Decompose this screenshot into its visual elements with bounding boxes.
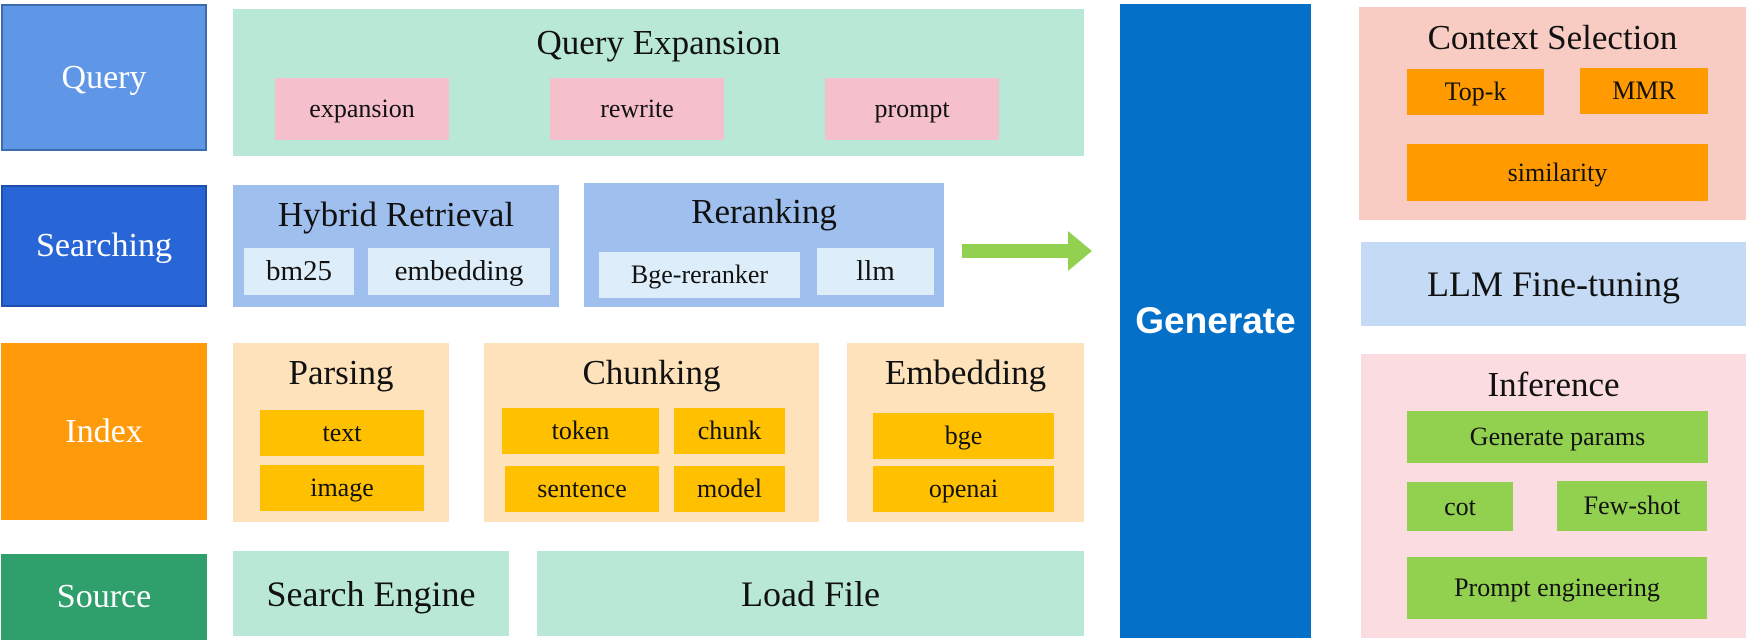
query-expansion-panel: Query Expansion expansion rewrite prompt — [233, 9, 1084, 156]
parsing-title: Parsing — [288, 353, 394, 392]
chip-openai: openai — [873, 466, 1054, 512]
hybrid-retrieval-panel: Hybrid Retrieval bm25 embedding — [233, 185, 559, 307]
chip-bm25: bm25 — [244, 248, 354, 295]
chip-top-k: Top-k — [1407, 69, 1544, 115]
chip-llm: llm — [817, 248, 934, 295]
generate-block: Generate — [1120, 4, 1311, 638]
embedding-title: Embedding — [884, 353, 1047, 392]
chip-bge-reranker: Bge-reranker — [599, 252, 800, 298]
chip-prompt: prompt — [825, 78, 999, 140]
layer-query: Query — [1, 4, 207, 151]
context-selection-panel: Context Selection Top-k MMR similarity — [1359, 7, 1746, 220]
layer-searching: Searching — [1, 185, 207, 307]
chip-token: token — [502, 408, 659, 454]
chip-few-shot: Few-shot — [1557, 481, 1707, 531]
parsing-panel: Parsing text image — [233, 343, 449, 522]
llm-finetuning-box: LLM Fine-tuning — [1361, 242, 1746, 326]
embedding-panel: Embedding bge openai — [847, 343, 1084, 522]
inference-panel: Inference Generate params cot Few-shot P… — [1361, 354, 1746, 638]
layer-source-label: Source — [56, 578, 152, 615]
chip-bge: bge — [873, 413, 1054, 459]
chip-generate-params: Generate params — [1407, 411, 1708, 463]
hybrid-retrieval-title: Hybrid Retrieval — [277, 195, 515, 234]
chip-embedding-retrieval: embedding — [368, 248, 550, 295]
chip-prompt-engineering: Prompt engineering — [1407, 557, 1707, 619]
chip-similarity: similarity — [1407, 144, 1708, 201]
chip-sentence: sentence — [505, 466, 659, 512]
layer-searching-label: Searching — [36, 227, 172, 264]
layer-index-label: Index — [65, 412, 143, 450]
chip-expansion: expansion — [275, 78, 449, 140]
generate-label: Generate — [1135, 300, 1296, 341]
reranking-panel: Reranking Bge-reranker llm — [584, 183, 944, 307]
right-arrow-icon — [962, 231, 1092, 271]
query-expansion-title: Query Expansion — [536, 23, 781, 62]
chip-text: text — [260, 410, 424, 456]
load-file-box: Load File — [537, 551, 1084, 636]
reranking-title: Reranking — [691, 192, 837, 231]
search-engine-box: Search Engine — [233, 551, 509, 636]
chunking-panel: Chunking token chunk sentence model — [484, 343, 819, 522]
chunking-title: Chunking — [582, 353, 721, 392]
chip-chunk: chunk — [674, 408, 785, 454]
inference-title: Inference — [1487, 365, 1620, 404]
chip-mmr: MMR — [1580, 68, 1708, 114]
chip-image: image — [260, 465, 424, 511]
layer-source: Source — [1, 554, 207, 640]
context-selection-title: Context Selection — [1427, 18, 1678, 57]
layer-index: Index — [1, 343, 207, 520]
chip-rewrite: rewrite — [550, 78, 724, 140]
chip-model: model — [674, 466, 785, 512]
layer-query-label: Query — [61, 58, 147, 96]
chip-cot: cot — [1407, 482, 1513, 531]
